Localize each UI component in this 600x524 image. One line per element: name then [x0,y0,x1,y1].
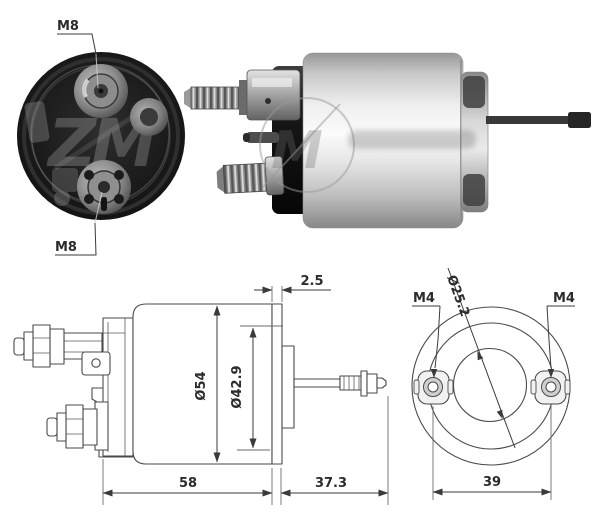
rear-housing-disc [17,52,185,220]
dim-inner-diameter: Ø42.9 [230,325,283,451]
dim-flange-thickness: 2.5 [254,274,331,302]
side-terminal-bolt-top [13,324,103,368]
front-ear-right [530,370,571,405]
zm-watermark-photo: M [259,97,476,193]
blurred-watermark-text [348,130,476,149]
outer-diameter-label: Ø54 [194,371,209,400]
rear-terminal-top [74,64,128,118]
m8-bottom-label: M8 [55,240,77,255]
side-hub [281,345,295,429]
dim-hole-spacing: 39 [432,406,552,500]
side-flange [271,303,283,465]
rear-label-m8-top: M8 [57,19,99,89]
m4-left-label: M4 [413,291,435,306]
side-body-outline [132,303,273,465]
rear-internal-parts [24,101,78,206]
side-cap-housing [91,317,138,458]
bore-diameter-label: Ø25.2 [443,273,472,319]
rear-label-m8-bottom: M8 [55,191,103,256]
shaft-length-label: 37.3 [315,476,347,491]
zm-watermark-photo-letter: M [271,121,323,181]
front-label-m4-left: M4 [412,291,441,378]
front-view: M4 M4 Ø25.2 39 [411,267,575,500]
rear-terminal-right [130,98,168,136]
photo-plunger-shaft [486,112,591,128]
m8-top-label: M8 [57,19,79,34]
product-photo: M [184,52,591,229]
rear-terminal-bottom [77,160,131,214]
side-shaft [293,370,387,397]
body-length-label: 58 [179,476,197,491]
photo-terminal-stud-top [184,69,301,121]
hole-spacing-label: 39 [483,475,501,490]
side-terminal-bolt-bottom [46,404,98,449]
side-spade-tab [81,351,111,376]
rear-view: ZM M8 [17,19,185,256]
dim-outer-diameter: Ø54 [194,305,221,463]
side-view: Ø54 Ø42.9 2.5 58 37.3 [13,274,389,505]
front-label-m4-right: M4 [546,291,575,378]
dim-shaft-length: 37.3 [280,396,389,505]
front-bore-circle [452,347,528,423]
inner-diameter-label: Ø42.9 [230,365,245,408]
flange-thickness-label: 2.5 [300,274,323,289]
photo-signal-pin [243,132,279,143]
front-ear-left [413,370,454,405]
m4-right-label: M4 [553,291,575,306]
dim-body-length: 58 [102,459,273,505]
